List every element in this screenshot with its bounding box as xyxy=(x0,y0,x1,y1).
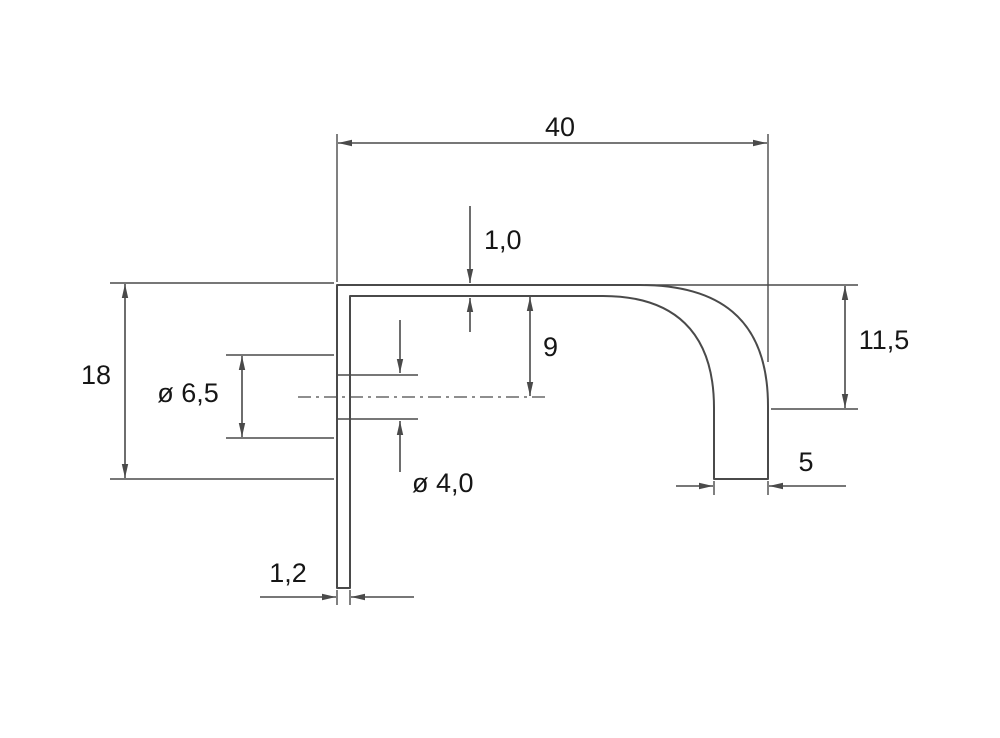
dim-total-width: 40 xyxy=(336,112,769,362)
profile-outline xyxy=(336,284,769,589)
dim-lip-height: 11,5 xyxy=(645,284,910,410)
dim-left-height: 18 xyxy=(81,282,334,480)
dim-1-2-label: 1,2 xyxy=(269,558,307,588)
dim-40-label: 40 xyxy=(545,112,575,142)
dim-counterbore: ø 6,5 xyxy=(157,354,334,439)
dim-6-5-label: ø 6,5 xyxy=(157,378,219,408)
dim-9-label: 9 xyxy=(543,332,558,362)
dim-hole-offset: 9 xyxy=(526,297,558,396)
dim-5-label: 5 xyxy=(798,447,813,477)
dim-1-0-label: 1,0 xyxy=(484,225,522,255)
dim-tip-width: 5 xyxy=(676,447,846,495)
dim-11-5-label: 11,5 xyxy=(859,325,910,355)
dim-wall-thickness: 1,2 xyxy=(260,558,414,605)
dim-hole-diameter: ø 4,0 xyxy=(396,320,474,498)
dim-top-thickness: 1,0 xyxy=(466,206,522,332)
dim-18-label: 18 xyxy=(81,360,111,390)
dim-4-0-label: ø 4,0 xyxy=(412,468,474,498)
profile-section xyxy=(298,284,769,589)
